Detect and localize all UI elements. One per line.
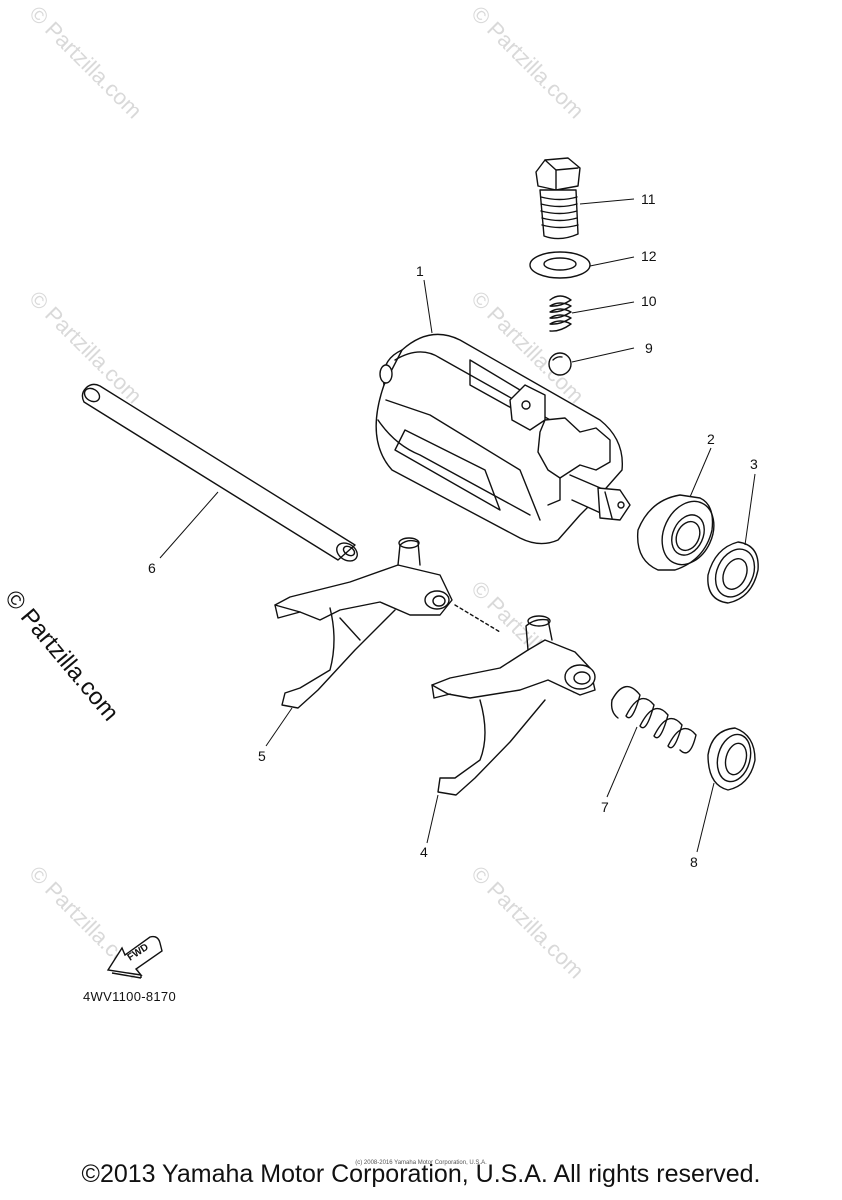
callout-10: 10 [641, 293, 657, 309]
part-7-spring [612, 687, 696, 753]
leader-line-9 [572, 348, 634, 362]
part-3-seal [708, 542, 762, 603]
callout-11: 11 [641, 191, 656, 207]
leader-line-12 [590, 257, 634, 266]
leader-line-1 [424, 280, 432, 333]
part-11-bolt [536, 158, 580, 239]
callout-7: 7 [601, 799, 609, 815]
part-9-ball [549, 353, 571, 375]
leader-line-3 [745, 474, 755, 545]
part-6-guide-bar [82, 384, 361, 564]
leader-line-4 [427, 795, 438, 843]
watermark-text: © Partzilla.com [466, 861, 589, 984]
part-5-shift-fork [275, 538, 452, 708]
part-1-shift-drum [376, 334, 630, 543]
watermark-text: © Partzilla.com [466, 1, 589, 124]
leader-line-6 [160, 492, 218, 558]
part-8-collar [708, 728, 756, 790]
part-4-shift-fork [432, 616, 595, 795]
leader-line-7 [607, 727, 637, 797]
tiny-copyright: (c) 2008-2016 Yamaha Motor Corporation, … [355, 1160, 487, 1166]
leader-line-2 [690, 448, 711, 497]
watermark-text: © Partzilla.com [24, 1, 147, 124]
part-2-bearing [638, 493, 724, 573]
callout-6: 6 [148, 560, 156, 576]
part-12-washer [530, 252, 590, 278]
callout-1: 1 [416, 263, 424, 279]
leader-line-8 [697, 783, 714, 852]
diagram-part-code: 4WV1100-8170 [83, 989, 176, 1004]
leader-line-5 [266, 708, 292, 746]
callout-4: 4 [420, 844, 428, 860]
callout-2: 2 [707, 431, 715, 447]
leader-line-10 [572, 302, 634, 313]
alignment-line [455, 605, 500, 632]
callout-12: 12 [641, 248, 657, 264]
callout-8: 8 [690, 854, 698, 870]
part-10-spring [550, 296, 571, 331]
callout-3: 3 [750, 456, 758, 472]
callout-5: 5 [258, 748, 266, 764]
leader-line-11 [580, 199, 634, 204]
copyright-notice: ©2013 Yamaha Motor Corporation, U.S.A. A… [81, 1160, 761, 1188]
callout-9: 9 [645, 340, 653, 356]
